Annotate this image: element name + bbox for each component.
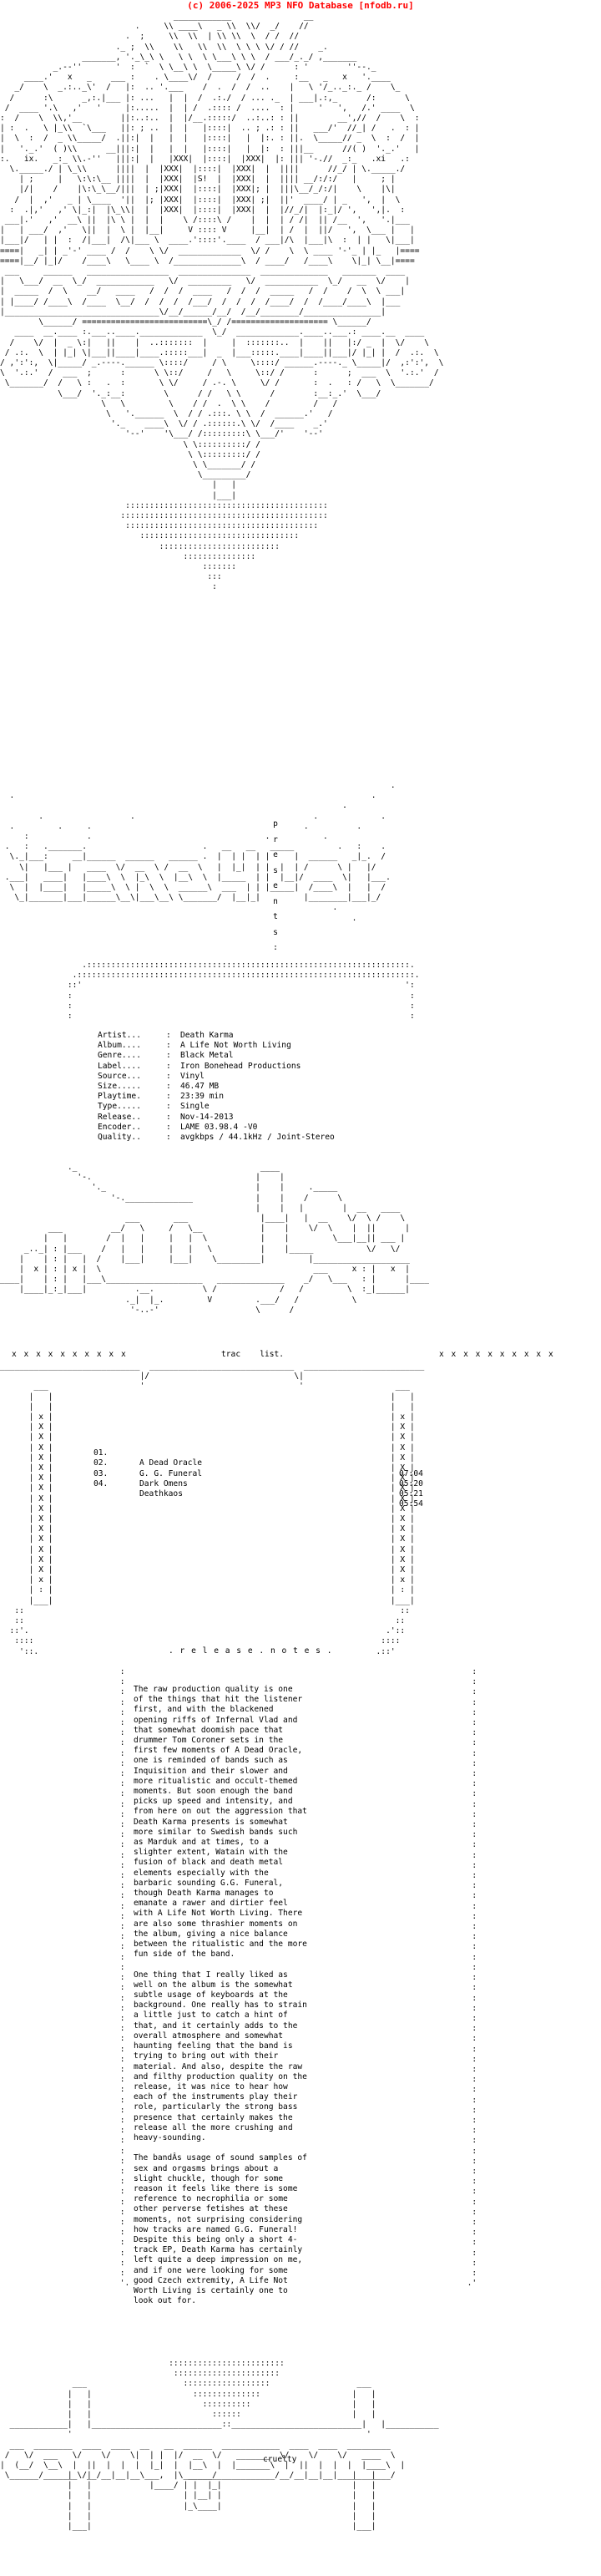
- release-info: Artist...: Death Karma Album....: A Life N…: [98, 1031, 335, 1143]
- info-row: Type.....: Single: [98, 1102, 335, 1112]
- group-logo-art: . . . . . .: [4, 781, 396, 923]
- info-separator: :: [166, 1102, 171, 1112]
- presents-letter: t: [273, 912, 278, 921]
- track-number: 03.: [93, 1468, 109, 1478]
- track-time: 05:21: [399, 1488, 423, 1498]
- source-header: (c) 2006-2025 MP3 NFO Database [nfodb.ru…: [187, 0, 414, 11]
- info-row: Playtime.:23:39 min: [98, 1092, 335, 1102]
- info-separator: :: [166, 1061, 171, 1071]
- track-title: G. G. Funeral: [139, 1468, 203, 1478]
- track-title: A Dead Oracle: [139, 1458, 203, 1468]
- track-list: 01. A Dead Oracle 07:04 02. G. G. Funera…: [93, 1438, 519, 1509]
- info-separator: :: [166, 1082, 171, 1092]
- info-row: Release..: Nov-14-2013: [98, 1113, 335, 1123]
- presents-vertical-text: p r e s e n t s :: [267, 817, 284, 956]
- tracklist-frame-art: _____________________________ __________…: [0, 1362, 425, 1656]
- info-separator: :: [166, 1041, 171, 1051]
- info-row: Quality..: avgkbps / 44.1kHz / Joint-Ster…: [98, 1133, 335, 1143]
- info-separator: :: [166, 1031, 171, 1040]
- presents-letter: e: [273, 850, 278, 860]
- info-key: Playtime.: [98, 1092, 141, 1102]
- info-key: Source...: [98, 1071, 141, 1081]
- info-value: Vinyl: [180, 1071, 205, 1081]
- info-row: Encoder..: LAME 03.98.4 -V0: [98, 1123, 335, 1133]
- info-row: Album....: A Life Not Worth Living: [98, 1041, 335, 1051]
- info-frame-art: .:::::::::::::::::::::::::::::::::::::::…: [67, 961, 420, 1022]
- notes-paragraph: The bandÂs usage of sound samples of sex…: [134, 2153, 307, 2306]
- info-key: Size.....: [98, 1082, 141, 1092]
- presents-letter: s: [273, 927, 278, 937]
- presents-letter: e: [273, 881, 278, 890]
- track-row: 01. A Dead Oracle 07:04: [93, 1438, 519, 1478]
- info-key: Genre....: [98, 1051, 141, 1061]
- track-row: 04. Deathkaos 05:54: [93, 1469, 519, 1509]
- notes-paragraph: The raw production quality is one of the…: [134, 1685, 307, 1960]
- info-value: Single: [180, 1102, 210, 1112]
- track-time: 05:54: [399, 1499, 423, 1509]
- x-row-right: x x x x x x x x x x: [439, 1350, 555, 1359]
- presents-letter: p: [273, 819, 278, 829]
- track-number: 04.: [93, 1478, 109, 1488]
- info-key: Quality..: [98, 1133, 141, 1143]
- info-separator: :: [166, 1071, 171, 1081]
- presents-letter: n: [273, 896, 278, 906]
- notes-frame-art: : : : : :: [119, 1667, 477, 2289]
- release-notes-heading: . r e l e a s e . n o t e s .: [169, 1646, 333, 1656]
- track-time: 05:20: [399, 1478, 423, 1488]
- track-title: Deathkaos: [139, 1488, 183, 1498]
- info-key: Release..: [98, 1112, 141, 1122]
- info-value: Nov-14-2013: [180, 1112, 234, 1122]
- track-row: 02. G. G. Funeral 05:20: [93, 1448, 519, 1488]
- track-row: 03. Dark Omens 05:21: [93, 1458, 519, 1498]
- x-row-left: x x x x x x x x x x: [12, 1350, 128, 1359]
- info-key: Album....: [98, 1041, 141, 1051]
- info-value: A Life Not Worth Living: [180, 1041, 291, 1051]
- notes-paragraph: One thing that I really liked as well on…: [134, 1970, 307, 2142]
- info-key: Encoder..: [98, 1122, 141, 1132]
- info-value: LAME 03.98.4 -V0: [180, 1122, 258, 1132]
- info-row: Label....: Iron Bonehead Productions: [98, 1062, 335, 1072]
- track-title: Dark Omens: [139, 1478, 188, 1488]
- info-value: Death Karma: [180, 1031, 234, 1040]
- tracklist-header-art: ._ ____ '-. | | '._ | | ._____ ': [0, 1163, 430, 1315]
- info-separator: :: [166, 1112, 171, 1122]
- top-logo-art: ____________ __ . \\ ____\ _ \\ \\/ _/ /…: [0, 12, 444, 592]
- track-number: 01.: [93, 1448, 109, 1458]
- cruelty-label: cruelty: [263, 2455, 297, 2464]
- info-value: 46.47 MB: [180, 1082, 220, 1092]
- info-row: Size.....:46.47 MB: [98, 1082, 335, 1092]
- track-number: 02.: [93, 1458, 109, 1468]
- info-separator: :: [166, 1092, 171, 1102]
- info-separator: :: [166, 1051, 171, 1061]
- info-row: Source...: Vinyl: [98, 1072, 335, 1082]
- track-time: 07:04: [399, 1468, 423, 1478]
- footer-bottom-art: | | ______ | | | | | | |_| | | | | | |__…: [67, 2471, 376, 2532]
- info-separator: :: [166, 1122, 171, 1132]
- info-value: Iron Bonehead Productions: [180, 1061, 301, 1071]
- info-key: Label....: [98, 1061, 141, 1071]
- release-notes-body: The raw production quality is one of the…: [134, 1685, 417, 2317]
- info-key: Artist...: [98, 1031, 141, 1040]
- footer-logo-art: :::::::::::::::::::::::: :::::::::::::::…: [0, 2359, 439, 2491]
- presents-letter: s: [273, 865, 278, 875]
- info-row: Genre....: Black Metal: [98, 1051, 335, 1061]
- tracklist-label: trac list.: [221, 1350, 285, 1359]
- presents-letter: r: [273, 834, 278, 844]
- info-value: avgkbps / 44.1kHz / Joint-Stereo: [180, 1133, 335, 1143]
- info-separator: :: [166, 1133, 171, 1143]
- info-value: 23:39 min: [180, 1092, 224, 1102]
- info-key: Type.....: [98, 1102, 141, 1112]
- presents-colon: :: [273, 943, 278, 952]
- info-value: Black Metal: [180, 1051, 234, 1061]
- info-row: Artist...: Death Karma: [98, 1031, 335, 1041]
